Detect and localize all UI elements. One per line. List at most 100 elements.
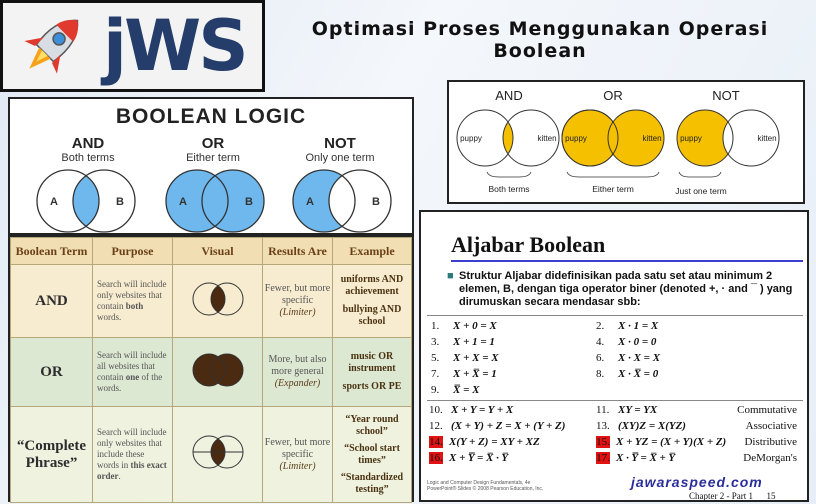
row-term: AND xyxy=(10,264,93,338)
example-2: bullying AND school xyxy=(342,304,402,327)
op-and-sub: Both terms xyxy=(61,152,115,164)
purpose-bold: this exact order xyxy=(97,460,167,481)
op-or-name: OR xyxy=(201,135,225,152)
results-tag: (Limiter) xyxy=(279,460,316,472)
chapter-footer: Chapter 2 - Part 1 15 xyxy=(689,491,775,501)
results-text: Fewer, but more specific xyxy=(264,283,331,306)
eq-expr: X + X̅ = 1 xyxy=(453,368,497,380)
venn-or: A B xyxy=(165,169,265,233)
eq-num: 9. xyxy=(431,384,440,396)
eq-num: 13. xyxy=(596,420,610,432)
identity-6: 6.X · X = X xyxy=(596,352,660,364)
eq-num-highlight: 16. xyxy=(429,452,443,464)
purpose-text-end: words. xyxy=(97,312,122,322)
purpose-bold: both xyxy=(125,301,144,311)
eq-expr: X + 0 = X xyxy=(453,320,497,332)
example-1: music OR instrument xyxy=(348,351,396,374)
results-tag: (Limiter) xyxy=(279,307,316,318)
eq-num-highlight: 17. xyxy=(596,452,610,464)
law-16: 16. X + Y̅̅̅̅̅ = X̅ · Y̅ xyxy=(429,452,508,464)
op-not: NOT Only one term xyxy=(280,135,400,164)
purpose-text-end: . xyxy=(118,471,121,481)
logo-panel: jWS xyxy=(0,0,265,92)
eq-num: 4. xyxy=(596,336,605,348)
example-1: “Year round school” xyxy=(345,413,399,437)
boolean-logic-panel: BOOLEAN LOGIC AND Both terms OR Either t… xyxy=(8,97,414,235)
aljabar-boolean-panel: Aljabar Boolean ■ Struktur Aljabar didef… xyxy=(419,210,809,502)
boolean-term-table-panel: Boolean Term Purpose Visual Results Are … xyxy=(8,235,414,503)
venn2-or-name: OR xyxy=(603,88,623,103)
eq-expr: X · 1 = X xyxy=(618,320,659,332)
venn2-not-name: NOT xyxy=(712,88,740,103)
venn-puppy-kitten-panel: AND puppy kitten Both terms OR puppy kit… xyxy=(447,80,805,204)
venn-or-icon xyxy=(192,353,243,386)
law-12: 12.(X + Y) + Z = X + (Y + Z) xyxy=(429,420,565,432)
table-header-row: Boolean Term Purpose Visual Results Are … xyxy=(10,237,412,265)
chapter-label: Chapter 2 - Part 1 xyxy=(689,491,753,501)
row-example: “Year round school” “School start times” “… xyxy=(332,406,412,503)
example-2: “School start times” xyxy=(344,442,400,466)
venn2-and-name: AND xyxy=(495,88,522,103)
eq-expr: X + 1 = 1 xyxy=(453,336,495,348)
example-3: “Standardized testing” xyxy=(340,471,404,495)
bullet-icon: ■ xyxy=(447,270,454,282)
law-name-distributive: Distributive xyxy=(744,436,797,448)
op-and: AND Both terms xyxy=(28,135,148,164)
eq-expr: XY = YX xyxy=(618,404,658,416)
venn-phrase-icon xyxy=(192,435,243,469)
op-or-sub: Either term xyxy=(186,152,240,164)
eq-num: 10. xyxy=(429,404,443,416)
col-header-results: Results Are xyxy=(262,237,333,265)
page-number: 15 xyxy=(766,491,776,501)
venn-or-a: A xyxy=(179,196,187,208)
example-1: uniforms AND achievement xyxy=(340,274,404,297)
venn2-not-right: kitten xyxy=(757,134,776,143)
venn-not-b: B xyxy=(372,196,380,208)
site-watermark: jawaraspeed.com xyxy=(631,474,763,490)
identity-7: 7. X + X̅ = 1 xyxy=(431,368,497,380)
law-name-associative: Associative xyxy=(745,420,797,432)
eq-expr: (XY)Z = X(YZ) xyxy=(618,420,686,432)
col-header-example: Example xyxy=(332,237,412,265)
row-purpose: Search will include only websites that c… xyxy=(92,264,173,338)
row-term: OR xyxy=(10,337,93,407)
brand-logo-text: jWS xyxy=(103,5,249,87)
venn2-and-left: puppy xyxy=(460,134,482,143)
venn-or-b: B xyxy=(245,196,253,208)
venn2-or-left: puppy xyxy=(565,134,587,143)
purpose-text: Search will include only websites that c… xyxy=(97,279,167,311)
venn2-and-right: kitten xyxy=(537,134,556,143)
purpose-bold: one xyxy=(125,372,140,382)
op-not-sub: Only one term xyxy=(305,152,375,164)
identity-1: 1.X + 0 = X xyxy=(431,320,497,332)
results-text: Fewer, but more specific xyxy=(264,436,331,460)
title-line-2: Boolean xyxy=(493,40,587,62)
row-results: Fewer, but more specific(Limiter) xyxy=(262,406,333,503)
op-or: OR Either term xyxy=(153,135,273,164)
identity-2: 2.X · 1 = X xyxy=(596,320,658,332)
venn2-not-left: puppy xyxy=(680,134,702,143)
aljabar-heading: Aljabar Boolean xyxy=(451,232,606,257)
col-header-purpose: Purpose xyxy=(92,237,173,265)
law-name-commutative: Commutative xyxy=(737,404,797,416)
venn-and-b: B xyxy=(116,196,124,208)
row-results: More, but also more general(Expander) xyxy=(262,337,333,407)
eq-num: 7. xyxy=(431,368,440,380)
eq-expr: X + Y̅̅̅̅̅ = X̅ · Y̅ xyxy=(449,452,509,464)
identity-3: 3.X + 1 = 1 xyxy=(431,336,495,348)
row-purpose: Search will include all websites that co… xyxy=(92,337,173,407)
aljabar-description: ■ Struktur Aljabar didefinisikan pada sa… xyxy=(447,270,799,309)
row-example: uniforms AND achievement bullying AND sch… xyxy=(332,264,412,338)
eq-num: 6. xyxy=(596,352,605,364)
law-name-demorgan: DeMorgan's xyxy=(743,452,797,464)
slide-footnote: Logic and Computer Design Fundamentals, … xyxy=(427,480,544,492)
row-results: Fewer, but more specific(Limiter) xyxy=(262,264,333,338)
purpose-text-end: of the words. xyxy=(97,372,163,393)
eq-num-highlight: 15. xyxy=(596,436,610,448)
divider xyxy=(427,400,803,401)
venn2-and-caption: Both terms xyxy=(488,184,529,194)
venn2-not-caption: Just one term xyxy=(675,186,727,196)
op-not-name: NOT xyxy=(324,135,356,152)
venn2-or-right: kitten xyxy=(642,134,661,143)
